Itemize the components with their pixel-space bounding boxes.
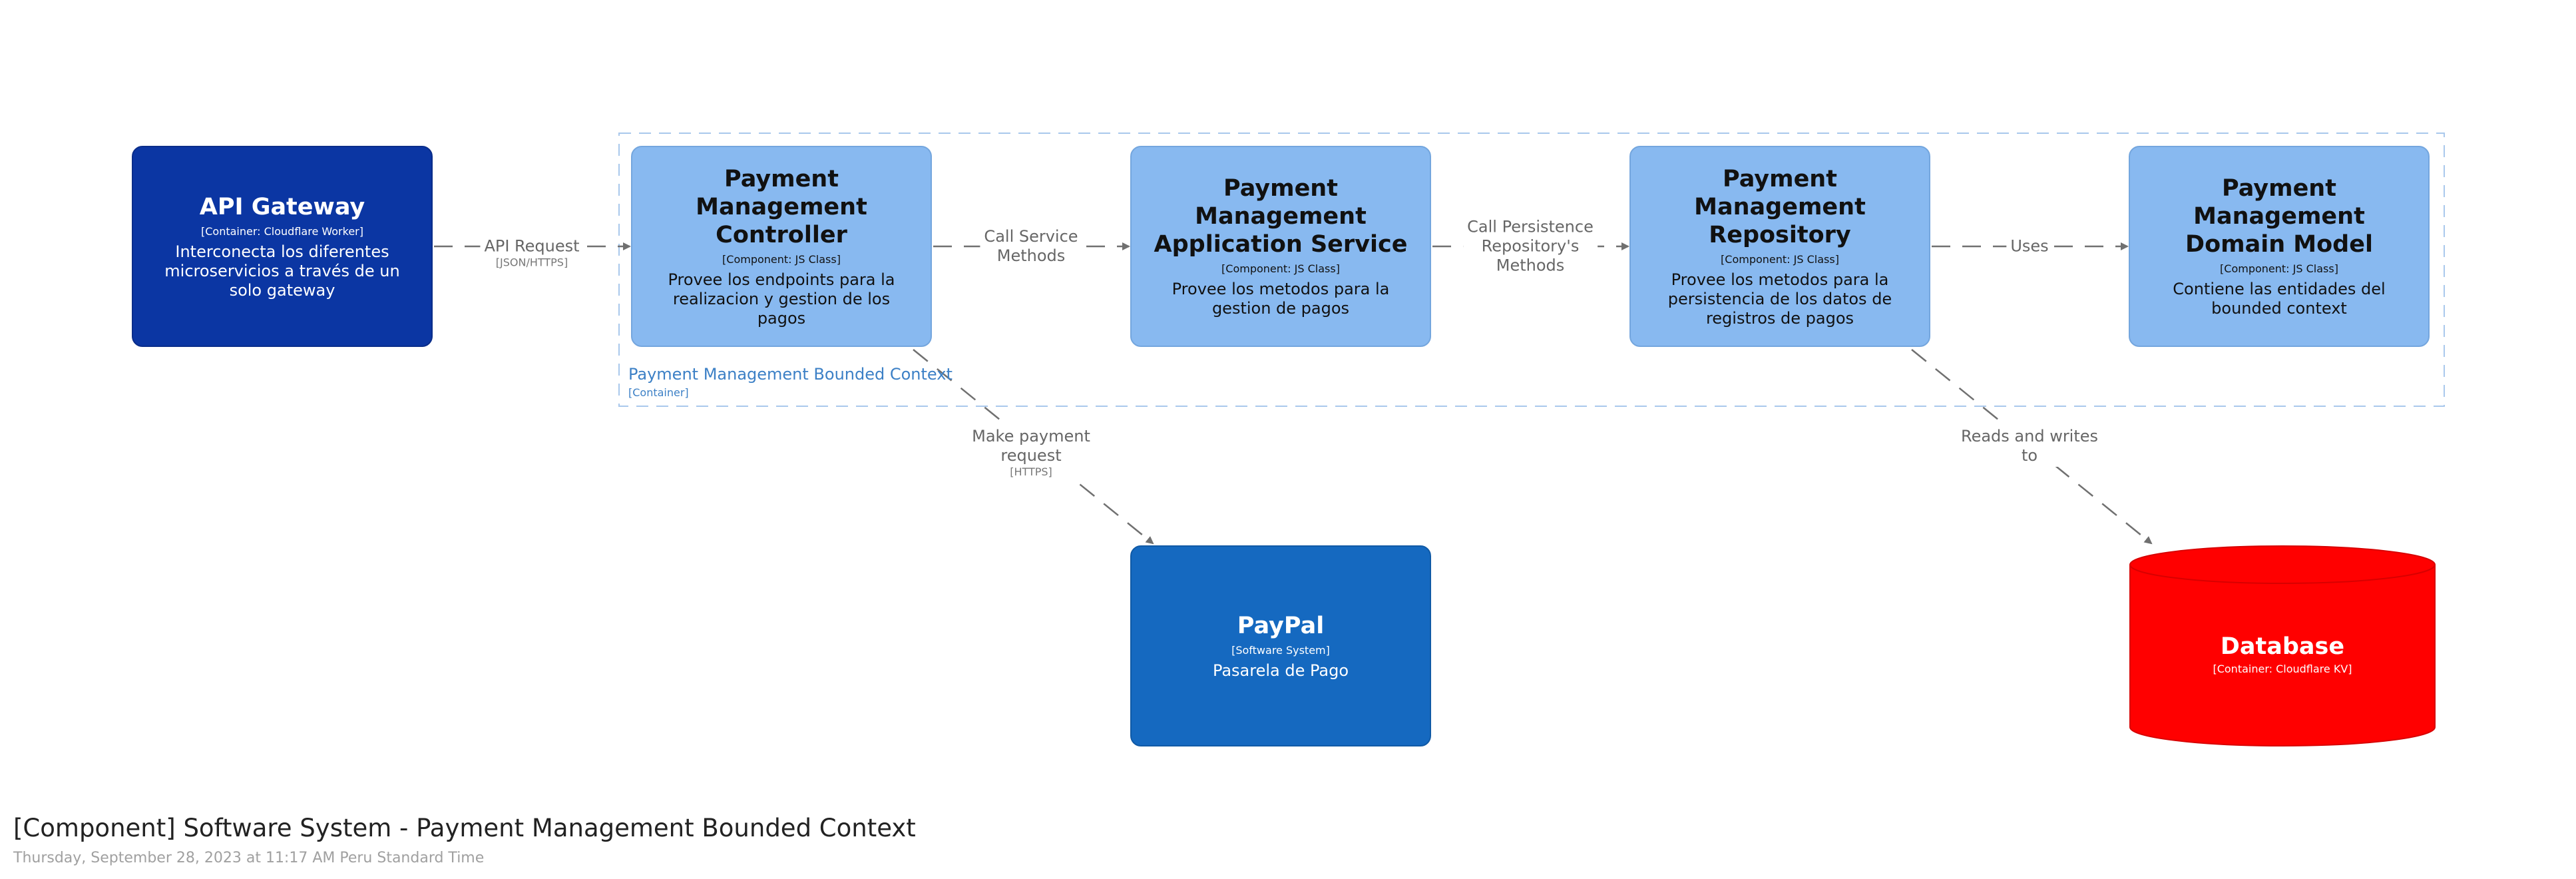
edge-label-uses: Uses <box>2006 235 2053 258</box>
paypal-node[interactable]: PayPal [Software System] Pasarela de Pag… <box>1130 545 1431 746</box>
controller-kind: [Component: JS Class] <box>722 252 841 266</box>
controller-desc: Provee los endpoints para la realizacion… <box>668 270 895 328</box>
app-service-node[interactable]: Payment Management Application Service [… <box>1130 146 1431 347</box>
api-gateway-desc: Interconecta los diferentes microservici… <box>164 242 400 300</box>
edge-label-text: API Request <box>484 236 580 256</box>
edge-label-text: Uses <box>2010 236 2049 256</box>
app-service-name: Payment Management Application Service <box>1154 175 1408 258</box>
database-node[interactable]: Database [Container: Cloudflare KV] <box>2130 633 2435 677</box>
boundary-label: Payment Management Bounded Context <box>628 365 953 384</box>
api-gateway-kind: [Container: Cloudflare Worker] <box>201 224 363 238</box>
edge-label-text: Call Service Methods <box>984 227 1078 265</box>
edge-label-tech: [JSON/HTTPS] <box>495 256 568 269</box>
controller-name: Payment Management Controller <box>696 165 867 248</box>
diagram-title: [Component] Software System - Payment Ma… <box>13 814 916 842</box>
edge-label-call-service: Call Service Methods <box>980 226 1082 267</box>
repository-name: Payment Management Repository <box>1694 165 1866 248</box>
edge-label-text: Make payment request <box>972 427 1090 465</box>
api-gateway-node[interactable]: API Gateway [Container: Cloudflare Worke… <box>132 146 433 347</box>
paypal-kind: [Software System] <box>1231 643 1330 657</box>
edge-label-make-payment: Make payment request [HTTPS] <box>968 426 1094 480</box>
edge-label-text: Reads and writes to <box>1960 427 2099 465</box>
edge-label-api-request: API Request [JSON/HTTPS] <box>480 235 584 271</box>
edge-label-tech: [HTTPS] <box>1010 465 1052 478</box>
edge-label-call-persistence: Call Persistence Repository's Methods <box>1463 216 1598 277</box>
api-gateway-name: API Gateway <box>199 193 365 220</box>
domain-model-desc: Contiene las entidades del bounded conte… <box>2173 280 2386 318</box>
database-cylinder <box>2129 545 2436 746</box>
domain-model-kind: [Component: JS Class] <box>2220 262 2338 275</box>
domain-model-name: Payment Management Domain Model <box>2185 175 2373 258</box>
boundary-rect <box>618 133 2445 407</box>
repository-desc: Provee los metodos para la persistencia … <box>1667 270 1892 328</box>
domain-model-node[interactable]: Payment Management Domain Model [Compone… <box>2129 146 2430 347</box>
database-name: Database <box>2220 633 2345 660</box>
edge-label-reads-writes: Reads and writes to <box>1956 426 2103 467</box>
paypal-desc: Pasarela de Pago <box>1212 661 1349 680</box>
repository-kind: [Component: JS Class] <box>1721 252 1839 266</box>
database-kind: [Container: Cloudflare KV] <box>2213 663 2352 675</box>
boundary-kind: [Container] <box>628 386 689 399</box>
app-service-kind: [Component: JS Class] <box>1221 262 1340 275</box>
diagram-timestamp: Thursday, September 28, 2023 at 11:17 AM… <box>13 850 485 866</box>
app-service-desc: Provee los metodos para la gestion de pa… <box>1172 280 1390 318</box>
edge-label-text: Call Persistence Repository's Methods <box>1467 217 1594 275</box>
repository-node[interactable]: Payment Management Repository [Component… <box>1629 146 1930 347</box>
paypal-name: PayPal <box>1237 612 1325 639</box>
controller-node[interactable]: Payment Management Controller [Component… <box>631 146 932 347</box>
